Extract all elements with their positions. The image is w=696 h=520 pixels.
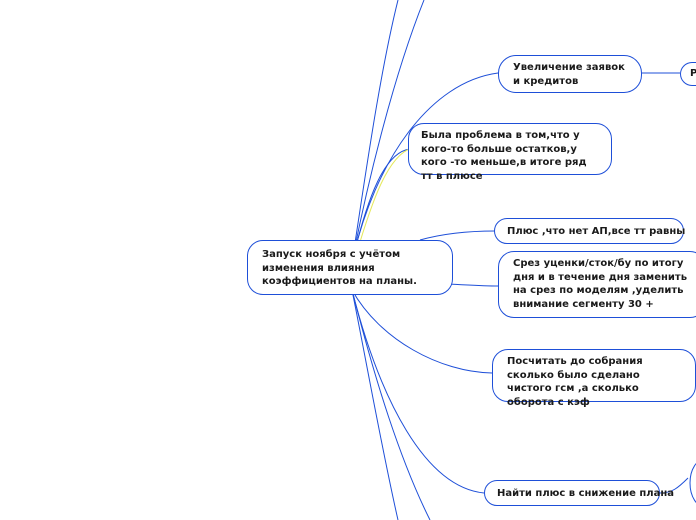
branch-node-2[interactable]: Была проблема в том,что у кого-то больше… xyxy=(408,123,612,182)
offscreen-node-edge xyxy=(689,463,696,503)
branch-node-4[interactable]: Срез уценки/сток/бу по итогу дня и в теч… xyxy=(498,251,696,318)
branch-node-3[interactable]: Плюс ,что нет АП,все тт равны xyxy=(494,218,686,244)
branch-node-2-label: Была проблема в том,что у кого-то больше… xyxy=(421,130,587,182)
branch-node-5[interactable]: Посчитать до собрания сколько было сдела… xyxy=(492,349,696,408)
subnode-1-label: Р xyxy=(690,68,696,79)
branch-node-1[interactable]: Увеличение заявок и кредитов xyxy=(498,55,642,93)
link-b6-offscreen xyxy=(659,477,689,494)
subnode-1[interactable]: Р xyxy=(680,62,696,86)
branch-node-3-label: Плюс ,что нет АП,все тт равны xyxy=(507,226,686,237)
link-root-b3 xyxy=(419,230,496,241)
branch-node-6-label: Найти плюс в снижение плана xyxy=(497,488,674,499)
branch-node-1-label: Увеличение заявок и кредитов xyxy=(513,62,625,87)
link-offscreen-top-2 xyxy=(351,0,425,263)
link-offscreen-top-1 xyxy=(351,0,399,263)
link-offscreen-bottom-2 xyxy=(351,289,431,520)
link-root-b5 xyxy=(351,289,493,374)
link-root-b6 xyxy=(351,289,485,494)
branch-node-5-label: Посчитать до собрания сколько было сдела… xyxy=(507,356,643,408)
link-offscreen-bottom-1 xyxy=(351,289,399,520)
branch-node-6[interactable]: Найти плюс в снижение плана xyxy=(484,480,674,506)
branch-node-4-label: Срез уценки/сток/бу по итогу дня и в теч… xyxy=(513,258,688,310)
root-node-label: Запуск ноября с учётом изменения влияния… xyxy=(262,249,417,287)
root-node[interactable]: Запуск ноября с учётом изменения влияния… xyxy=(247,240,453,295)
